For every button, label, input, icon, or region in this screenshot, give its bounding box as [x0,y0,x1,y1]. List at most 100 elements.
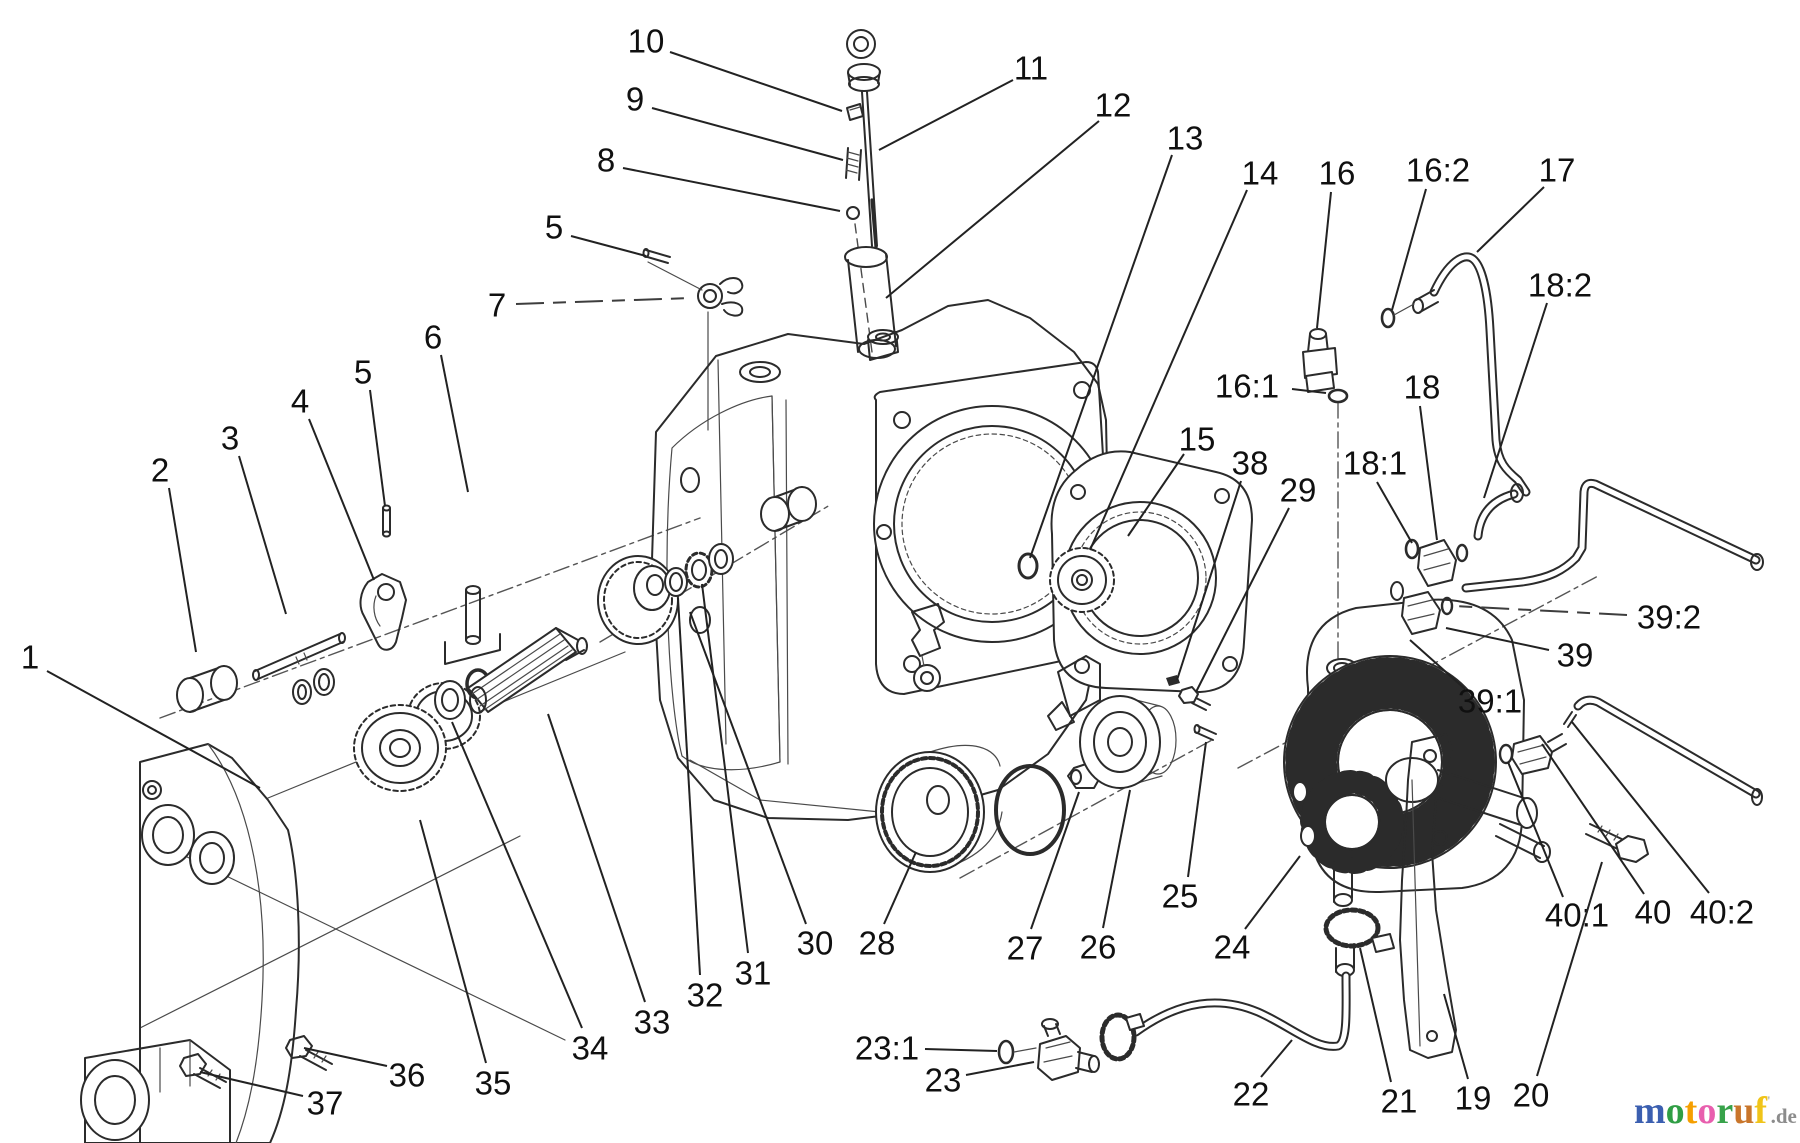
leader-line-15-21 [1127,453,1185,537]
leader-line-24-45 [1244,855,1301,930]
brake-actuator [1047,655,1217,789]
leader-line-18:2-18 [1483,302,1548,499]
leader-line-16:1-19 [1291,388,1327,394]
part-label-24: 24 [1214,929,1251,966]
part-label-35: 35 [475,1065,512,1102]
leader-line-9-1 [651,107,844,161]
mounting-bracket [1399,733,1649,1059]
part-label-18:1: 18:1 [1343,445,1407,482]
washer-2b [313,668,335,696]
part-label-5: 5 [354,354,372,391]
leader-line-17-17 [1476,186,1545,253]
part-label-31: 31 [735,955,772,992]
o-ring-23-1 [997,1039,1015,1065]
leader-line-14-14 [1089,189,1248,551]
leader-line-1-10 [46,670,261,789]
leader-line-29-24 [1195,507,1290,693]
spring-9 [845,147,862,181]
shift-parts [176,248,744,713]
union-18-cluster [1404,483,1524,587]
part-label-32: 32 [687,977,724,1014]
part-label-23:1: 23:1 [855,1030,919,1067]
washer-32 [664,567,688,597]
leader-line-40:2-30 [1571,721,1710,894]
leader-line-2-9 [168,487,197,653]
part-label-30: 30 [797,925,834,962]
part-label-19: 19 [1455,1080,1492,1117]
leader-line-35-33 [419,819,487,1064]
part-label-25: 25 [1162,878,1199,915]
screw-10 [846,103,864,121]
pin-25 [1193,724,1217,741]
leader-line-27-42 [1030,791,1080,930]
o-ring-39-1 [1390,581,1404,601]
part-label-38: 38 [1232,445,1269,482]
pinion-gear-14 [1049,547,1115,613]
ring-31b [708,543,734,575]
leader-line-11-11 [878,79,1014,151]
leader-line-39:2-25 [1453,605,1628,616]
watermark-mark: ' [1766,1093,1771,1108]
leader-line-12-12 [885,120,1100,299]
bolt-20 [1585,823,1649,863]
part-label-39:2: 39:2 [1637,599,1701,636]
o-ring-39-2 [1440,596,1454,616]
o-ring-18 [1455,543,1469,563]
filter-o-ring [994,764,1066,856]
part-label-12: 12 [1095,87,1132,124]
set-screw-38 [1166,675,1180,686]
leader-line-22-46 [1260,1039,1293,1078]
part-label-22: 22 [1233,1076,1270,1113]
part-label-36: 36 [389,1057,426,1094]
steel-line-upper [1461,478,1764,593]
part-label-7: 7 [488,287,506,324]
oil-filter [875,744,1115,873]
leader-line-30-38 [689,611,807,925]
part-label-16: 16 [1319,155,1356,192]
leader-line-38-22 [1176,480,1242,681]
pin-5-upper [642,248,671,264]
axle-case [80,743,333,1143]
part-label-21: 21 [1381,1083,1418,1120]
case-bolt-37 [179,1053,227,1089]
steel-line-lower [1573,695,1763,806]
hose-clamp-21 [1323,907,1395,953]
part-label-2: 2 [151,452,169,489]
case-bolt-36 [285,1035,333,1071]
hose-clamp-23b [1099,1012,1145,1062]
leader-line-39:1-27 [1409,639,1466,690]
part-label-27: 27 [1007,930,1044,967]
tube-flange [844,246,888,268]
splined-shaft-33 [467,627,588,714]
part-label-13: 13 [1167,120,1204,157]
part-label-26: 26 [1080,929,1117,966]
washer-2a [292,679,312,705]
ball-8 [846,206,860,220]
leader-line-3-8 [238,455,287,615]
leader-line-6-5 [440,354,469,493]
part-label-23: 23 [925,1062,962,1099]
part-label-15: 15 [1179,421,1216,458]
shift-fork-4 [359,573,407,651]
hydro-pump [1283,598,1551,977]
leader-line-23:1-40 [924,1048,998,1052]
leader-line-34-34 [451,721,583,1029]
part-label-6: 6 [424,319,442,356]
breather-7 [647,261,744,317]
leader-line-16:2-16 [1391,188,1427,311]
center-axes [139,223,1601,1041]
leader-line-25-44 [1187,741,1207,878]
leader-line-10-0 [669,51,843,112]
part-label-40:1: 40:1 [1545,897,1609,934]
dipstick [844,29,897,359]
gear-train [292,543,734,792]
part-label-14: 14 [1242,155,1279,192]
hoses-bottom [997,971,1351,1081]
part-label-3: 3 [221,420,239,457]
leader-line-5-6 [369,389,386,507]
o-ring-18-1 [1404,538,1420,560]
leader-line-13-13 [1029,154,1173,559]
fittings-right [1302,252,1764,806]
